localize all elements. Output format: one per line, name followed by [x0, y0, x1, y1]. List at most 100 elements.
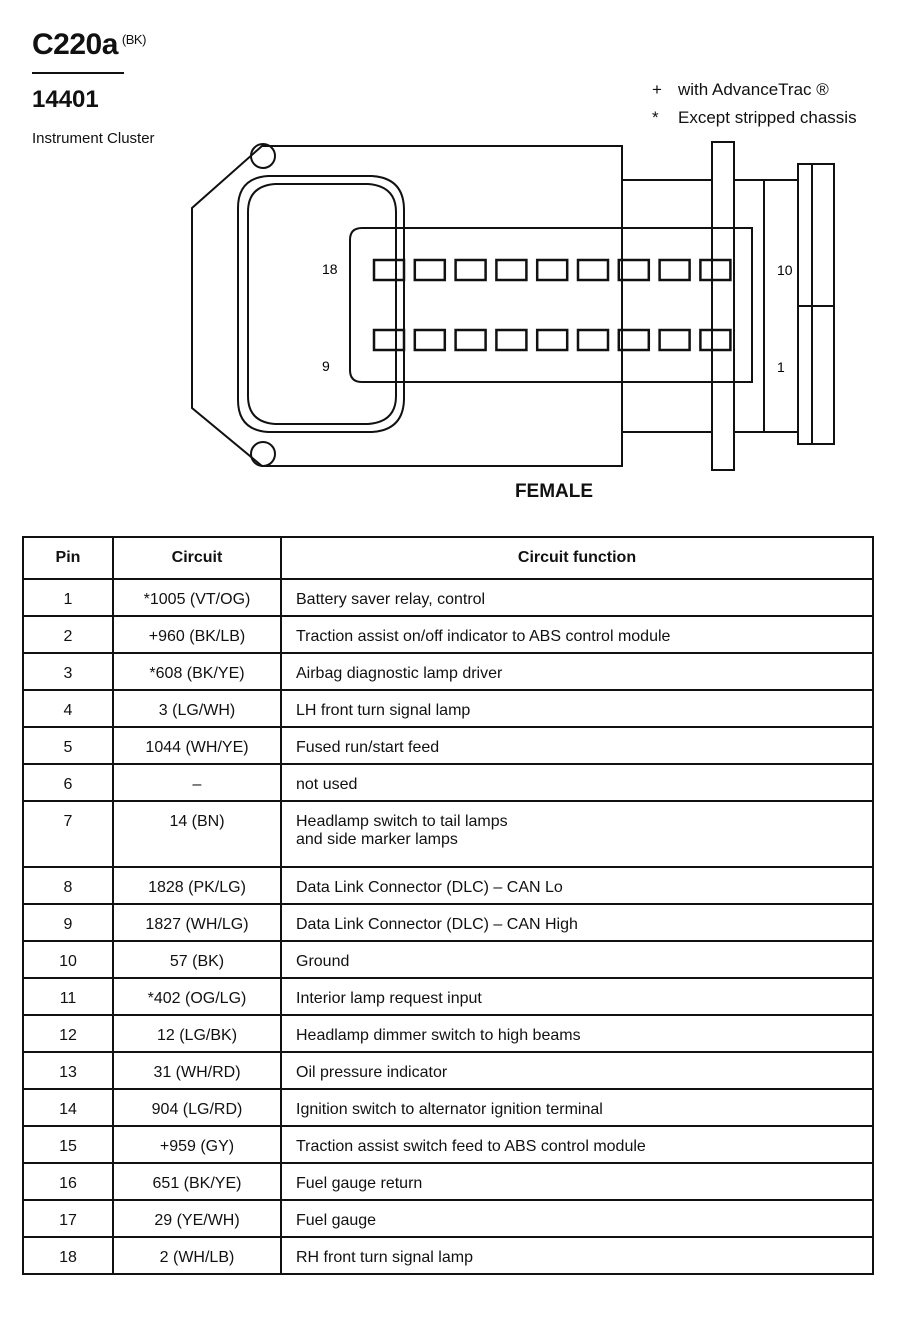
cell-circuit: *402 (OG/LG) [112, 977, 282, 1016]
cell-pin: 7 [22, 800, 114, 868]
cell-pin: 3 [22, 652, 114, 691]
cell-function: Fuel gauge return [280, 1162, 874, 1201]
connector-diagram: 18 9 10 1 [191, 141, 835, 471]
pin-cavity [658, 328, 691, 352]
connector-cavity [237, 175, 405, 433]
cell-function: Interior lamp request input [280, 977, 874, 1016]
cell-function: Traction assist switch feed to ABS contr… [280, 1125, 874, 1164]
cell-circuit: 57 (BK) [112, 940, 282, 979]
header-pin: Pin [22, 536, 114, 580]
pin-label-10: 10 [777, 262, 793, 278]
function-line: Traction assist switch feed to ABS contr… [296, 1138, 646, 1155]
function-line: Fuel gauge [296, 1212, 377, 1229]
cell-pin: 14 [22, 1088, 114, 1127]
cell-function: Airbag diagnostic lamp driver [280, 652, 874, 691]
table-row: 15+959 (GY) Traction assist switch feed t… [22, 1125, 874, 1164]
wire-side [763, 179, 799, 433]
function-line: Headlamp dimmer switch to high beams [296, 1027, 581, 1044]
pin-cavity [617, 258, 651, 282]
function-line: Airbag diagnostic lamp driver [296, 665, 503, 682]
cell-function: Oil pressure indicator [280, 1051, 874, 1090]
cell-function: Battery saver relay, control [280, 578, 874, 617]
pin-cavity [413, 258, 447, 282]
legend-text: Except stripped chassis [678, 108, 857, 127]
cell-circuit: +960 (BK/LB) [112, 615, 282, 654]
cell-function: Data Link Connector (DLC) – CAN Lo [280, 866, 874, 905]
cell-pin: 16 [22, 1162, 114, 1201]
cell-function: RH front turn signal lamp [280, 1236, 874, 1275]
mounting-hole-top [250, 143, 276, 169]
cell-function: Ignition switch to alternator ignition t… [280, 1088, 874, 1127]
cell-circuit: – [112, 763, 282, 802]
pin-cavity [413, 328, 447, 352]
legend-item-advancetrac: +with AdvanceTrac ® [652, 80, 829, 100]
table-row: 2+960 (BK/LB)Traction assist on/off indi… [22, 615, 874, 654]
table-row: 3*608 (BK/YE) Airbag diagnostic lamp driv… [22, 652, 874, 691]
legend-item-stripped-chassis: * Except stripped chassis [652, 108, 857, 128]
cell-circuit: 651 (BK/YE) [112, 1162, 282, 1201]
pin-cavity [699, 328, 732, 352]
table-row: 11*402 (OG/LG) Interior lamp request inpu… [22, 977, 874, 1016]
cell-circuit: 31 (WH/RD) [112, 1051, 282, 1090]
cell-circuit: 2 (WH/LB) [112, 1236, 282, 1275]
connector-id: C220a [32, 28, 118, 61]
cell-circuit: 12 (LG/BK) [112, 1014, 282, 1053]
cell-function: Fuel gauge [280, 1199, 874, 1238]
cell-pin: 8 [22, 866, 114, 905]
pin-label-1: 1 [777, 359, 785, 375]
cell-pin: 9 [22, 903, 114, 942]
cell-pin: 11 [22, 977, 114, 1016]
title-underline [32, 72, 124, 74]
connector-color: (BK) [121, 32, 147, 47]
part-number: 14401 [32, 86, 99, 113]
function-line: RH front turn signal lamp [296, 1249, 473, 1266]
cell-circuit: +959 (GY) [112, 1125, 282, 1164]
pin-cavity [454, 328, 487, 352]
pin-cavity [535, 258, 569, 282]
function-line: Fused run/start feed [296, 739, 440, 756]
pin-table: Pin Circuit Circuit function 1*1005 (VT/… [22, 536, 874, 1275]
cell-pin: 10 [22, 940, 114, 979]
cell-pin: 2 [22, 615, 114, 654]
cell-circuit: *1005 (VT/OG) [112, 578, 282, 617]
cell-pin: 4 [22, 689, 114, 728]
legend-symbol: * [652, 108, 659, 127]
function-line: Fuel gauge return [296, 1175, 423, 1192]
cell-pin: 6 [22, 763, 114, 802]
pin-cavity [699, 258, 732, 282]
cell-pin: 5 [22, 726, 114, 765]
cell-function: Data Link Connector (DLC) – CAN High [280, 903, 874, 942]
cell-circuit: 1828 (PK/LG) [112, 866, 282, 905]
function-line: Interior lamp request input [296, 990, 482, 1007]
pin-cavity [617, 328, 651, 352]
cell-pin: 18 [22, 1236, 114, 1275]
table-row: 1*1005 (VT/OG)Battery saver relay, contr… [22, 578, 874, 617]
header-circuit: Circuit [112, 536, 282, 580]
function-line: and side marker lamps [296, 831, 458, 848]
cell-circuit: *608 (BK/YE) [112, 652, 282, 691]
header-function: Circuit function [280, 536, 874, 580]
function-line: Data Link Connector (DLC) – CAN High [296, 916, 578, 933]
pin-cavity [535, 328, 569, 352]
cell-circuit: 3 (LG/WH) [112, 689, 282, 728]
pin-cavity [495, 258, 528, 282]
cell-function: not used [280, 763, 874, 802]
function-line: Data Link Connector (DLC) – CAN Lo [296, 879, 563, 896]
cell-circuit: 29 (YE/WH) [112, 1199, 282, 1238]
function-line: Battery saver relay, control [296, 591, 486, 608]
function-line: Ignition switch to alternator ignition t… [296, 1101, 603, 1118]
mounting-hole-bottom [250, 441, 276, 467]
cell-pin: 15 [22, 1125, 114, 1164]
